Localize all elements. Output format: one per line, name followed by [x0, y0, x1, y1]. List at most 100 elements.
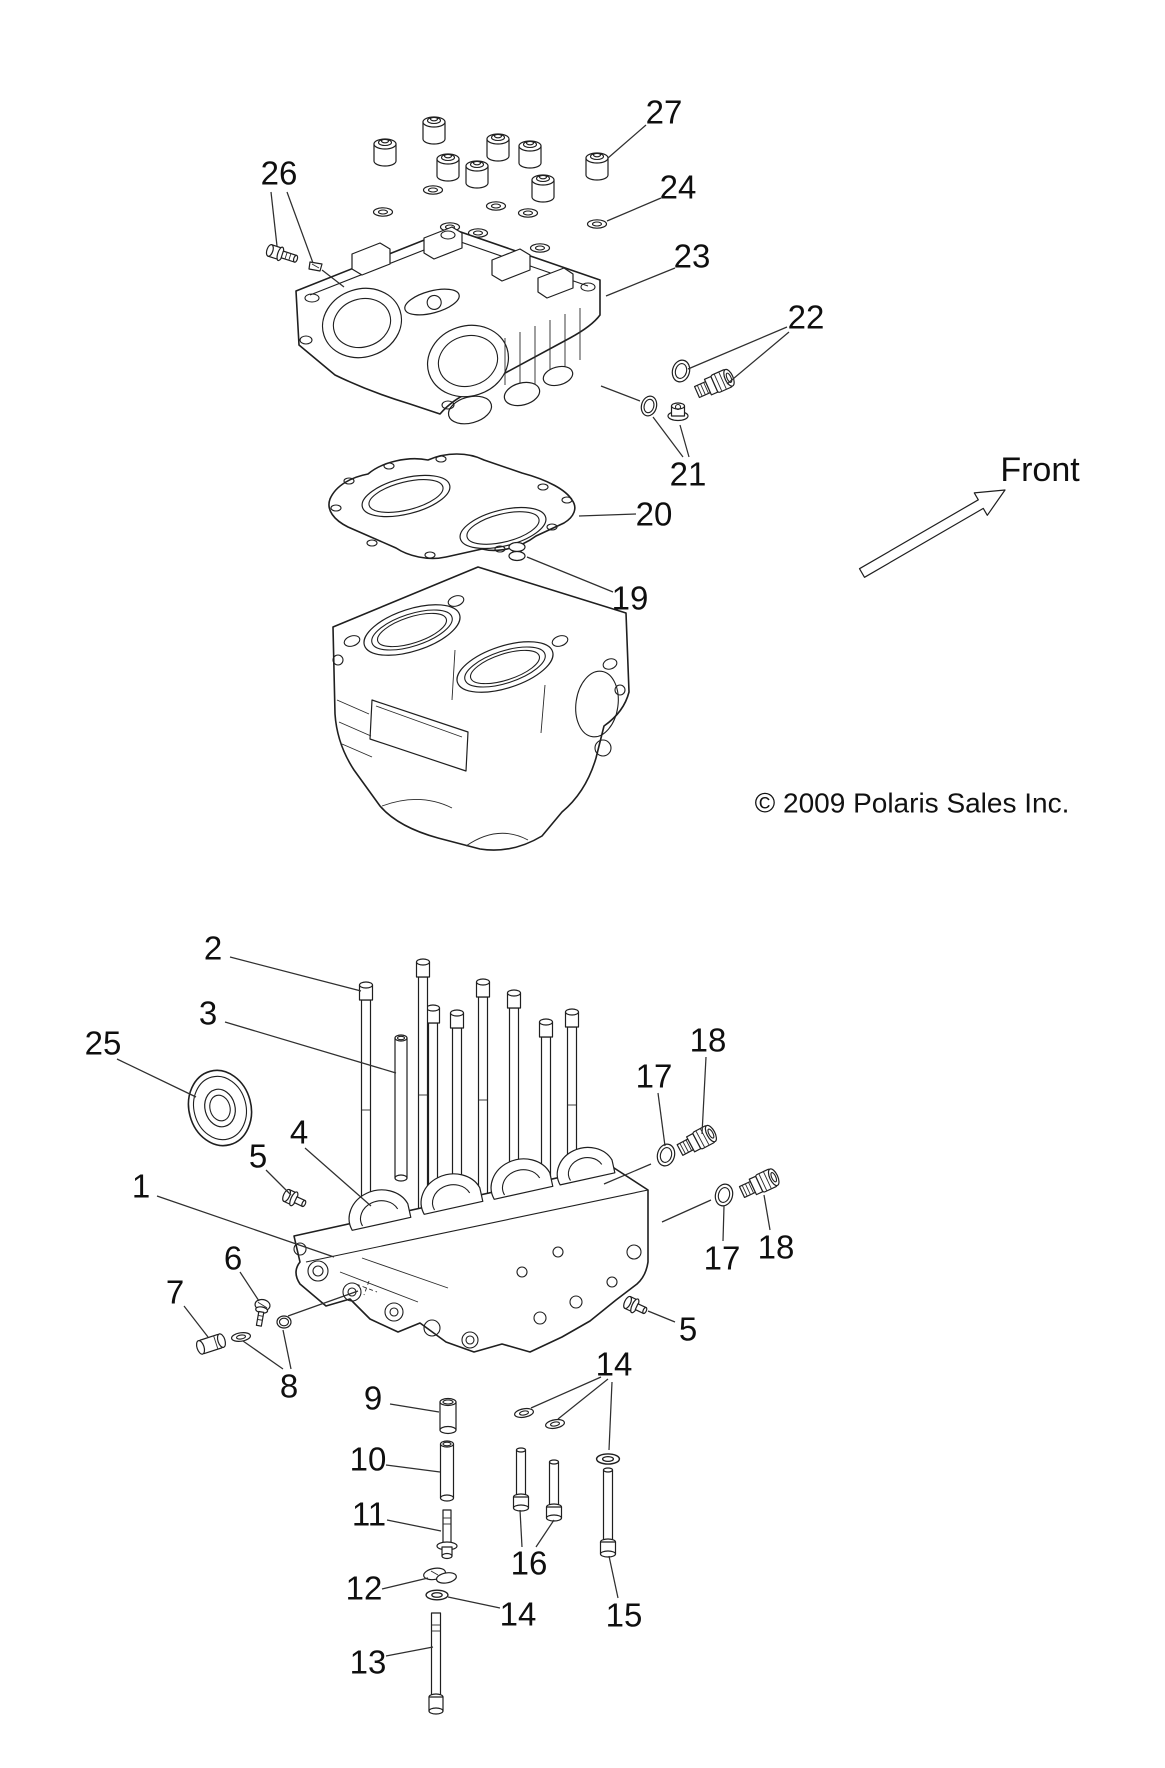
oring-small	[276, 1315, 292, 1329]
stud	[475, 978, 491, 1208]
oring	[640, 395, 658, 417]
leader-line	[304, 1147, 372, 1207]
leader-line	[600, 385, 641, 402]
callout-25: 25	[85, 1025, 122, 1062]
leader-line	[242, 1340, 284, 1370]
leader-line	[526, 556, 614, 593]
sensor-bolt-and-clip	[265, 244, 323, 272]
callout-3: 3	[199, 995, 217, 1032]
leader-line	[647, 1310, 676, 1323]
copyright-text: © 2009 Polaris Sales Inc.	[755, 788, 1070, 819]
valve-cap	[585, 152, 609, 181]
callout-21: 21	[670, 456, 707, 493]
leader-line	[606, 197, 662, 222]
washer	[513, 1406, 535, 1420]
valve-cap	[436, 153, 460, 182]
fitting-oring	[669, 357, 693, 385]
callout-20: 20	[636, 496, 673, 533]
leader-line	[687, 326, 788, 370]
callout-2: 2	[204, 930, 222, 967]
callout-13: 13	[350, 1644, 387, 1681]
coolant-fitting	[737, 1166, 782, 1202]
crankcase	[293, 1146, 649, 1353]
crankcase-bosses	[293, 1242, 642, 1349]
long-socket-bolt-group	[595, 1453, 621, 1558]
long-bolt	[428, 1612, 444, 1715]
callout-26: 26	[261, 155, 298, 192]
callout-4: 4	[290, 1114, 308, 1151]
sealing-washer	[586, 219, 608, 229]
callout-18: 18	[690, 1022, 727, 1059]
sensor-bolt	[265, 244, 299, 263]
leader-line	[447, 1596, 501, 1609]
crankcase-assembly	[187, 958, 782, 1715]
leader-line	[381, 1577, 429, 1590]
washer	[230, 1330, 252, 1344]
leader-line	[661, 1199, 712, 1223]
plug	[195, 1333, 227, 1355]
socket-bolt	[545, 1459, 563, 1522]
callout-15: 15	[606, 1597, 643, 1634]
callout-23: 23	[674, 238, 711, 275]
leader-line	[722, 1205, 725, 1242]
washer	[544, 1417, 566, 1431]
valve-cap	[373, 138, 397, 167]
callout-22: 22	[788, 299, 825, 336]
valve-cap	[422, 116, 446, 145]
leader-line	[224, 1021, 397, 1074]
cylinder-block	[332, 566, 630, 851]
leader-line	[763, 1194, 771, 1231]
leader-line	[229, 956, 362, 992]
callout-8: 8	[280, 1368, 298, 1405]
cylinder-head-assembly	[265, 116, 738, 851]
lock-tab-washer	[423, 1567, 457, 1584]
washer	[425, 1589, 449, 1601]
callout-27: 27	[646, 94, 683, 131]
leader-line	[608, 1381, 613, 1451]
long-socket-bolt	[599, 1467, 617, 1558]
front-indicator: Front	[858, 451, 1080, 578]
spacer-tube	[439, 1440, 455, 1502]
leader-line	[265, 1169, 292, 1196]
sealing-washer	[485, 201, 507, 211]
leader-line	[679, 424, 690, 458]
gasket-holes	[330, 455, 573, 559]
valve-caps	[373, 116, 609, 203]
sealing-washer	[422, 185, 444, 195]
oil-jet-screw	[254, 1298, 271, 1327]
sealing-washer	[372, 207, 394, 217]
callout-6: 6	[224, 1240, 242, 1277]
leader-line	[578, 513, 637, 517]
washer	[595, 1453, 621, 1465]
leader-line	[608, 1555, 619, 1599]
front-arrow-icon	[858, 489, 1006, 578]
callout-18: 18	[758, 1229, 795, 1266]
flanged-nut	[667, 402, 689, 422]
bearing-saddles	[348, 1146, 616, 1231]
socket-bolt	[512, 1447, 530, 1512]
callout-5: 5	[679, 1311, 697, 1348]
cylinder-head	[295, 226, 601, 425]
callout-19: 19	[612, 580, 649, 617]
sealing-washer	[529, 243, 551, 253]
leader-line	[607, 124, 647, 159]
upper-washers	[513, 1406, 566, 1431]
callout-11: 11	[352, 1496, 386, 1533]
flange-screw	[436, 1509, 458, 1560]
callout-10: 10	[350, 1441, 387, 1478]
callout-24: 24	[660, 169, 697, 206]
callout-17: 17	[636, 1058, 673, 1095]
leader-line	[286, 191, 314, 264]
head-fitting-group	[669, 357, 738, 402]
leader-line	[386, 1519, 442, 1532]
leader-line	[282, 1329, 292, 1370]
callout-14: 14	[500, 1596, 537, 1633]
leader-line	[530, 1376, 602, 1409]
callout-9: 9	[364, 1380, 382, 1417]
coolant-fitting	[674, 1122, 720, 1159]
valve-cap	[518, 140, 542, 169]
leader-line	[239, 1271, 260, 1302]
leader-line	[389, 1403, 440, 1413]
